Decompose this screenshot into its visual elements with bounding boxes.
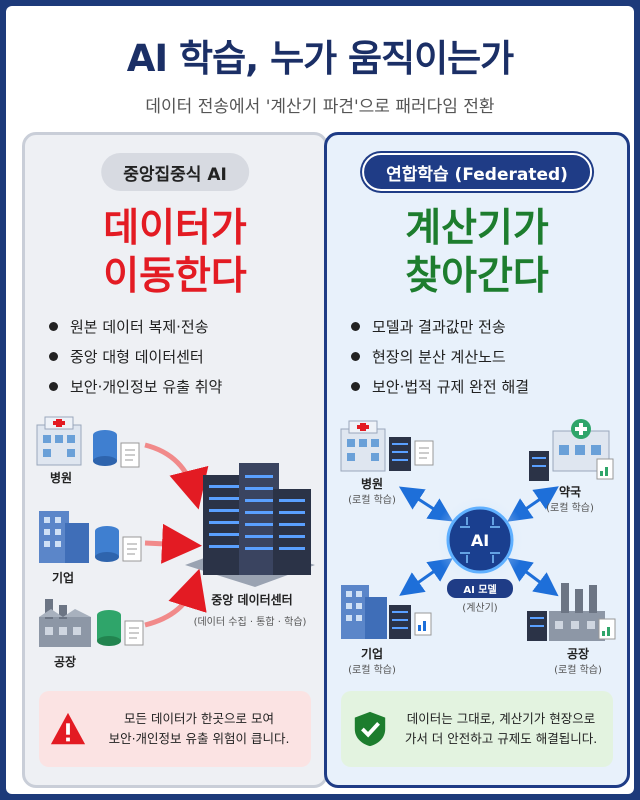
federated-headline: 계산기가 찾아간다 [327,205,627,301]
list-item: 현장의 분산 계산노드 [351,341,621,371]
hospital-icon [340,420,386,472]
building-icon [39,511,89,563]
hospital-node-sub: (로컬 학습) [348,495,396,506]
pharmacy-node-sub: (로컬 학습) [546,503,594,514]
ai-model-label: AI 모델 [447,579,513,598]
arrow-company-ai [399,558,453,596]
bullet-dot [49,351,58,361]
infographic-frame: AI 학습, 누가 움직이는가 데이터 전송에서 '계산기 파견'으로 패러다임… [6,6,634,794]
data-center-sub: (데이터 수집 · 통합 · 학습) [193,617,307,628]
list-item: 원본 데이터 복제·전송 [49,311,319,341]
centralized-warning-callout: 모든 데이터가 한곳으로 모여 보안·개인정보 유출 위험이 큽니다. [39,691,311,767]
pharmacy-node-label: 약국 [558,485,582,499]
bullet-dot [351,321,360,331]
factory-icon [549,583,605,641]
list-item: 보안·법적 규제 완전 해결 [351,371,621,401]
database-icon [93,430,117,466]
hospital-icon [36,416,82,466]
chart-doc-icon [598,618,616,640]
federated-headline-line2: 찾아간다 [405,254,549,299]
arrow-hospital-to-center [144,442,209,510]
building-icon [341,585,387,639]
bullet-dot [49,381,58,391]
bullet-dot [351,351,360,361]
centralized-headline-line2: 이동한다 [103,254,247,299]
federated-headline-line1: 계산기가 [405,206,549,251]
database-icon [97,610,121,646]
document-icon [124,620,144,646]
federated-diagram: AI 병원 (로컬 학습) 약국 (로컬 학습) AI 모델 (계산기) 기업 … [327,415,627,680]
centralized-headline: 데이터가 이동한다 [25,205,325,301]
arrow-factory-ai [507,557,559,597]
company-node-sub: (로컬 학습) [348,665,396,676]
federated-diagram-graphic [340,419,616,641]
chart-doc-icon [414,612,432,636]
chart-doc-icon [596,458,614,480]
centralized-diagram: 병원 기업 공장 중앙 데이터센터 (데이터 수집 · 통합 · 학습) [25,415,325,680]
server-icon [529,451,549,481]
list-item: 모델과 결과값만 전송 [351,311,621,341]
hospital-node-label: 병원 [360,477,384,491]
ai-core-text: AI [470,531,490,550]
centralized-tag: 중앙집중식 AI [101,153,249,191]
warning-text: 모든 데이터가 한곳으로 모여 보안·개인정보 유출 위험이 큽니다. [108,711,290,746]
federated-bullets: 모델과 결과값만 전송 현장의 분산 계산노드 보안·법적 규제 완전 해결 [351,311,621,401]
server-icon [389,437,411,471]
company-node-label: 기업 [360,647,384,661]
federated-panel: 연합학습 (Federated) 계산기가 찾아간다 모델과 결과값만 전송 현… [324,132,630,788]
success-text: 데이터는 그대로, 계산기가 현장으로 가서 더 안전하고 규제도 해결됩니다. [404,711,598,746]
hospital-label: 병원 [49,471,73,485]
database-icon [95,526,119,562]
document-icon [414,440,434,466]
factory-node-label: 공장 [566,647,590,661]
company-label: 기업 [51,571,75,585]
arrow-company-to-center [144,523,202,564]
document-icon [120,442,140,468]
list-item: 중앙 대형 데이터센터 [49,341,319,371]
centralized-headline-line1: 데이터가 [103,206,247,251]
page-subtitle: 데이터 전송에서 '계산기 파견'으로 패러다임 전환 [145,97,495,117]
arrow-pharmacy-ai [507,486,559,522]
federated-tag: 연합학습 (Federated) [362,153,592,191]
arrow-hospital-ai [398,486,454,522]
federated-success-callout: 데이터는 그대로, 계산기가 현장으로 가서 더 안전하고 규제도 해결됩니다. [341,691,613,767]
factory-node-sub: (로컬 학습) [554,665,602,676]
warning-icon [50,712,86,745]
ai-brain-icon [446,506,514,574]
centralized-diagram-graphic [36,416,315,647]
factory-label: 공장 [53,655,77,669]
data-center-icon [185,463,315,587]
server-icon [389,605,411,639]
bullet-dot [49,321,58,331]
centralized-panel: 중앙집중식 AI 데이터가 이동한다 원본 데이터 복제·전송 중앙 대형 데이… [22,132,328,788]
document-icon [122,536,142,562]
server-icon [527,611,547,641]
factory-icon [39,599,91,647]
data-center-label: 중앙 데이터센터 [211,593,293,607]
page-title: AI 학습, 누가 움직이는가 [126,37,514,80]
ai-model-sub: (계산기) [462,603,498,614]
bullet-dot [351,381,360,391]
shield-check-icon [354,711,386,747]
centralized-bullets: 원본 데이터 복제·전송 중앙 대형 데이터센터 보안·개인정보 유출 취약 [49,311,319,401]
list-item: 보안·개인정보 유출 취약 [49,371,319,401]
arrow-factory-to-center [144,568,207,628]
